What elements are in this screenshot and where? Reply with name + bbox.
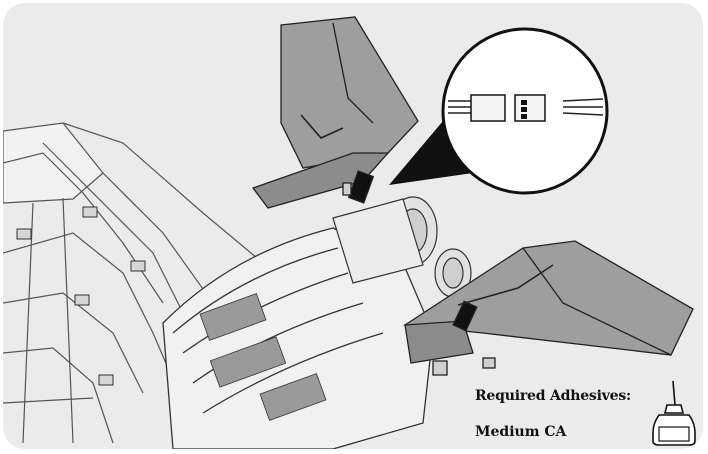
connector-callout bbox=[389, 27, 609, 195]
instruction-panel: Required Adhesives: Medium CA bbox=[3, 3, 703, 449]
glue-bottle-icon bbox=[652, 380, 696, 446]
servo-plug-icon bbox=[470, 94, 506, 122]
adhesive-medium-ca: Medium CA bbox=[475, 424, 567, 440]
wing-structure-lines bbox=[3, 122, 264, 444]
assembly-illustration bbox=[3, 16, 696, 449]
lower-stabilizer bbox=[403, 240, 694, 376]
fuselage-body bbox=[162, 227, 434, 449]
engine-nozzles bbox=[332, 196, 472, 298]
required-adhesives-heading: Required Adhesives: bbox=[475, 388, 632, 404]
upper-stabilizer bbox=[251, 16, 419, 209]
extension-socket-icon bbox=[514, 94, 546, 122]
wing-hinge-details bbox=[16, 206, 146, 386]
